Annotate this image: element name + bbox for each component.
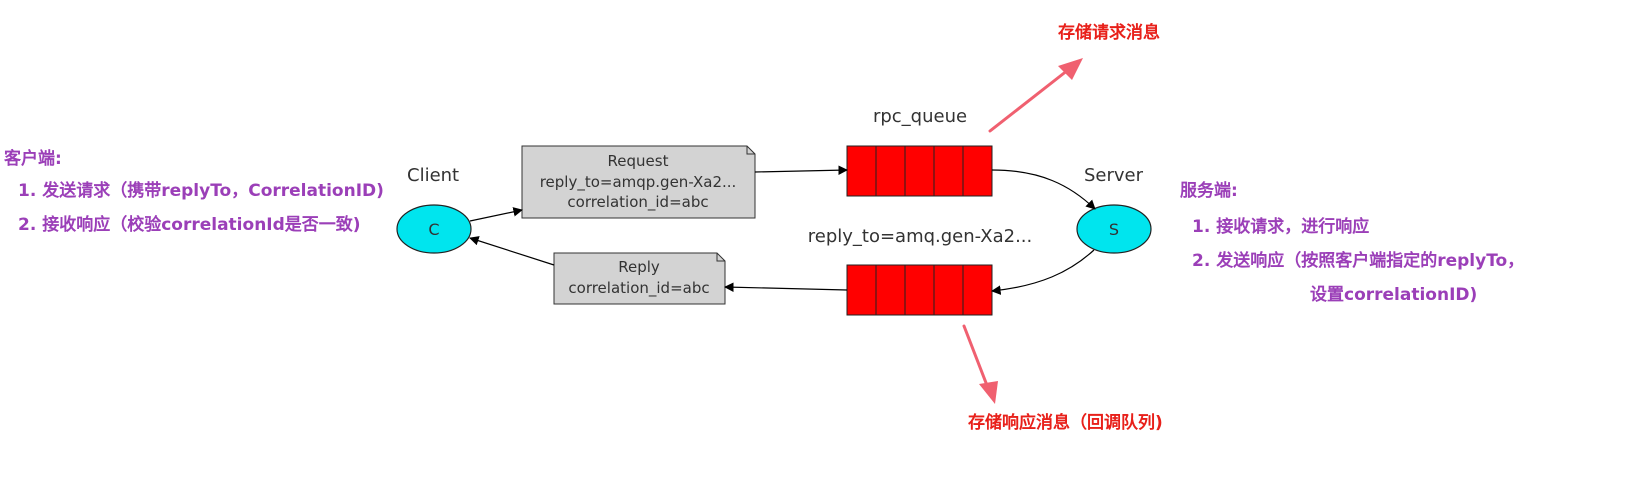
reply-queue-label: reply_to=amq.gen-Xa2...: [808, 226, 1033, 247]
server-description-item-3: 设置correlationID): [1310, 285, 1477, 305]
client-description-item-2: 2. 接收响应（校验correlationId是否一致): [18, 214, 361, 235]
request-note-reply-to: reply_to=amqp.gen-Xa2...: [540, 173, 737, 192]
server-node: [1076, 204, 1152, 254]
server-node-letter: S: [1109, 220, 1119, 239]
reply-queue-to-note-arrow: [724, 282, 848, 293]
request-note-title: Request: [608, 152, 669, 170]
queue-to-server-arrow: [991, 169, 1096, 210]
request-note-correlation-id: correlation_id=abc: [567, 193, 708, 212]
client-label: Client: [407, 165, 459, 186]
store-request-callout-arrow: [988, 58, 1083, 133]
client-node: [396, 204, 472, 254]
request-note: Request reply_to=amqp.gen-Xa2... correla…: [521, 145, 756, 219]
reply-note-title: Reply: [618, 258, 660, 276]
server-to-reply-queue-arrow: [991, 249, 1095, 295]
request-to-queue-arrow: [754, 165, 848, 175]
client-description-item-1: 1. 发送请求（携带replyTo，CorrelationID): [18, 180, 384, 201]
store-request-annotation: 存储请求消息: [1058, 22, 1160, 43]
request-queue-label: rpc_queue: [873, 106, 967, 127]
client-node-letter: C: [428, 220, 439, 239]
request-queue: [846, 145, 993, 197]
client-description-heading: 客户端:: [3, 148, 62, 169]
reply-note-to-client-arrow: [469, 236, 555, 266]
reply-note: Reply correlation_id=abc: [553, 252, 726, 305]
server-label: Server: [1084, 165, 1144, 186]
server-description-item-2: 2. 发送响应（按照客户端指定的replyTo，: [1192, 250, 1524, 271]
server-description-heading: 服务端:: [1180, 180, 1238, 201]
reply-queue: [846, 264, 993, 316]
store-response-annotation: 存储响应消息（回调队列): [968, 412, 1163, 433]
server-description-item-1: 1. 接收请求，进行响应: [1192, 216, 1369, 237]
store-response-callout-arrow: [962, 324, 998, 404]
client-to-request-arrow: [469, 207, 523, 222]
reply-note-correlation-id: correlation_id=abc: [568, 279, 709, 298]
